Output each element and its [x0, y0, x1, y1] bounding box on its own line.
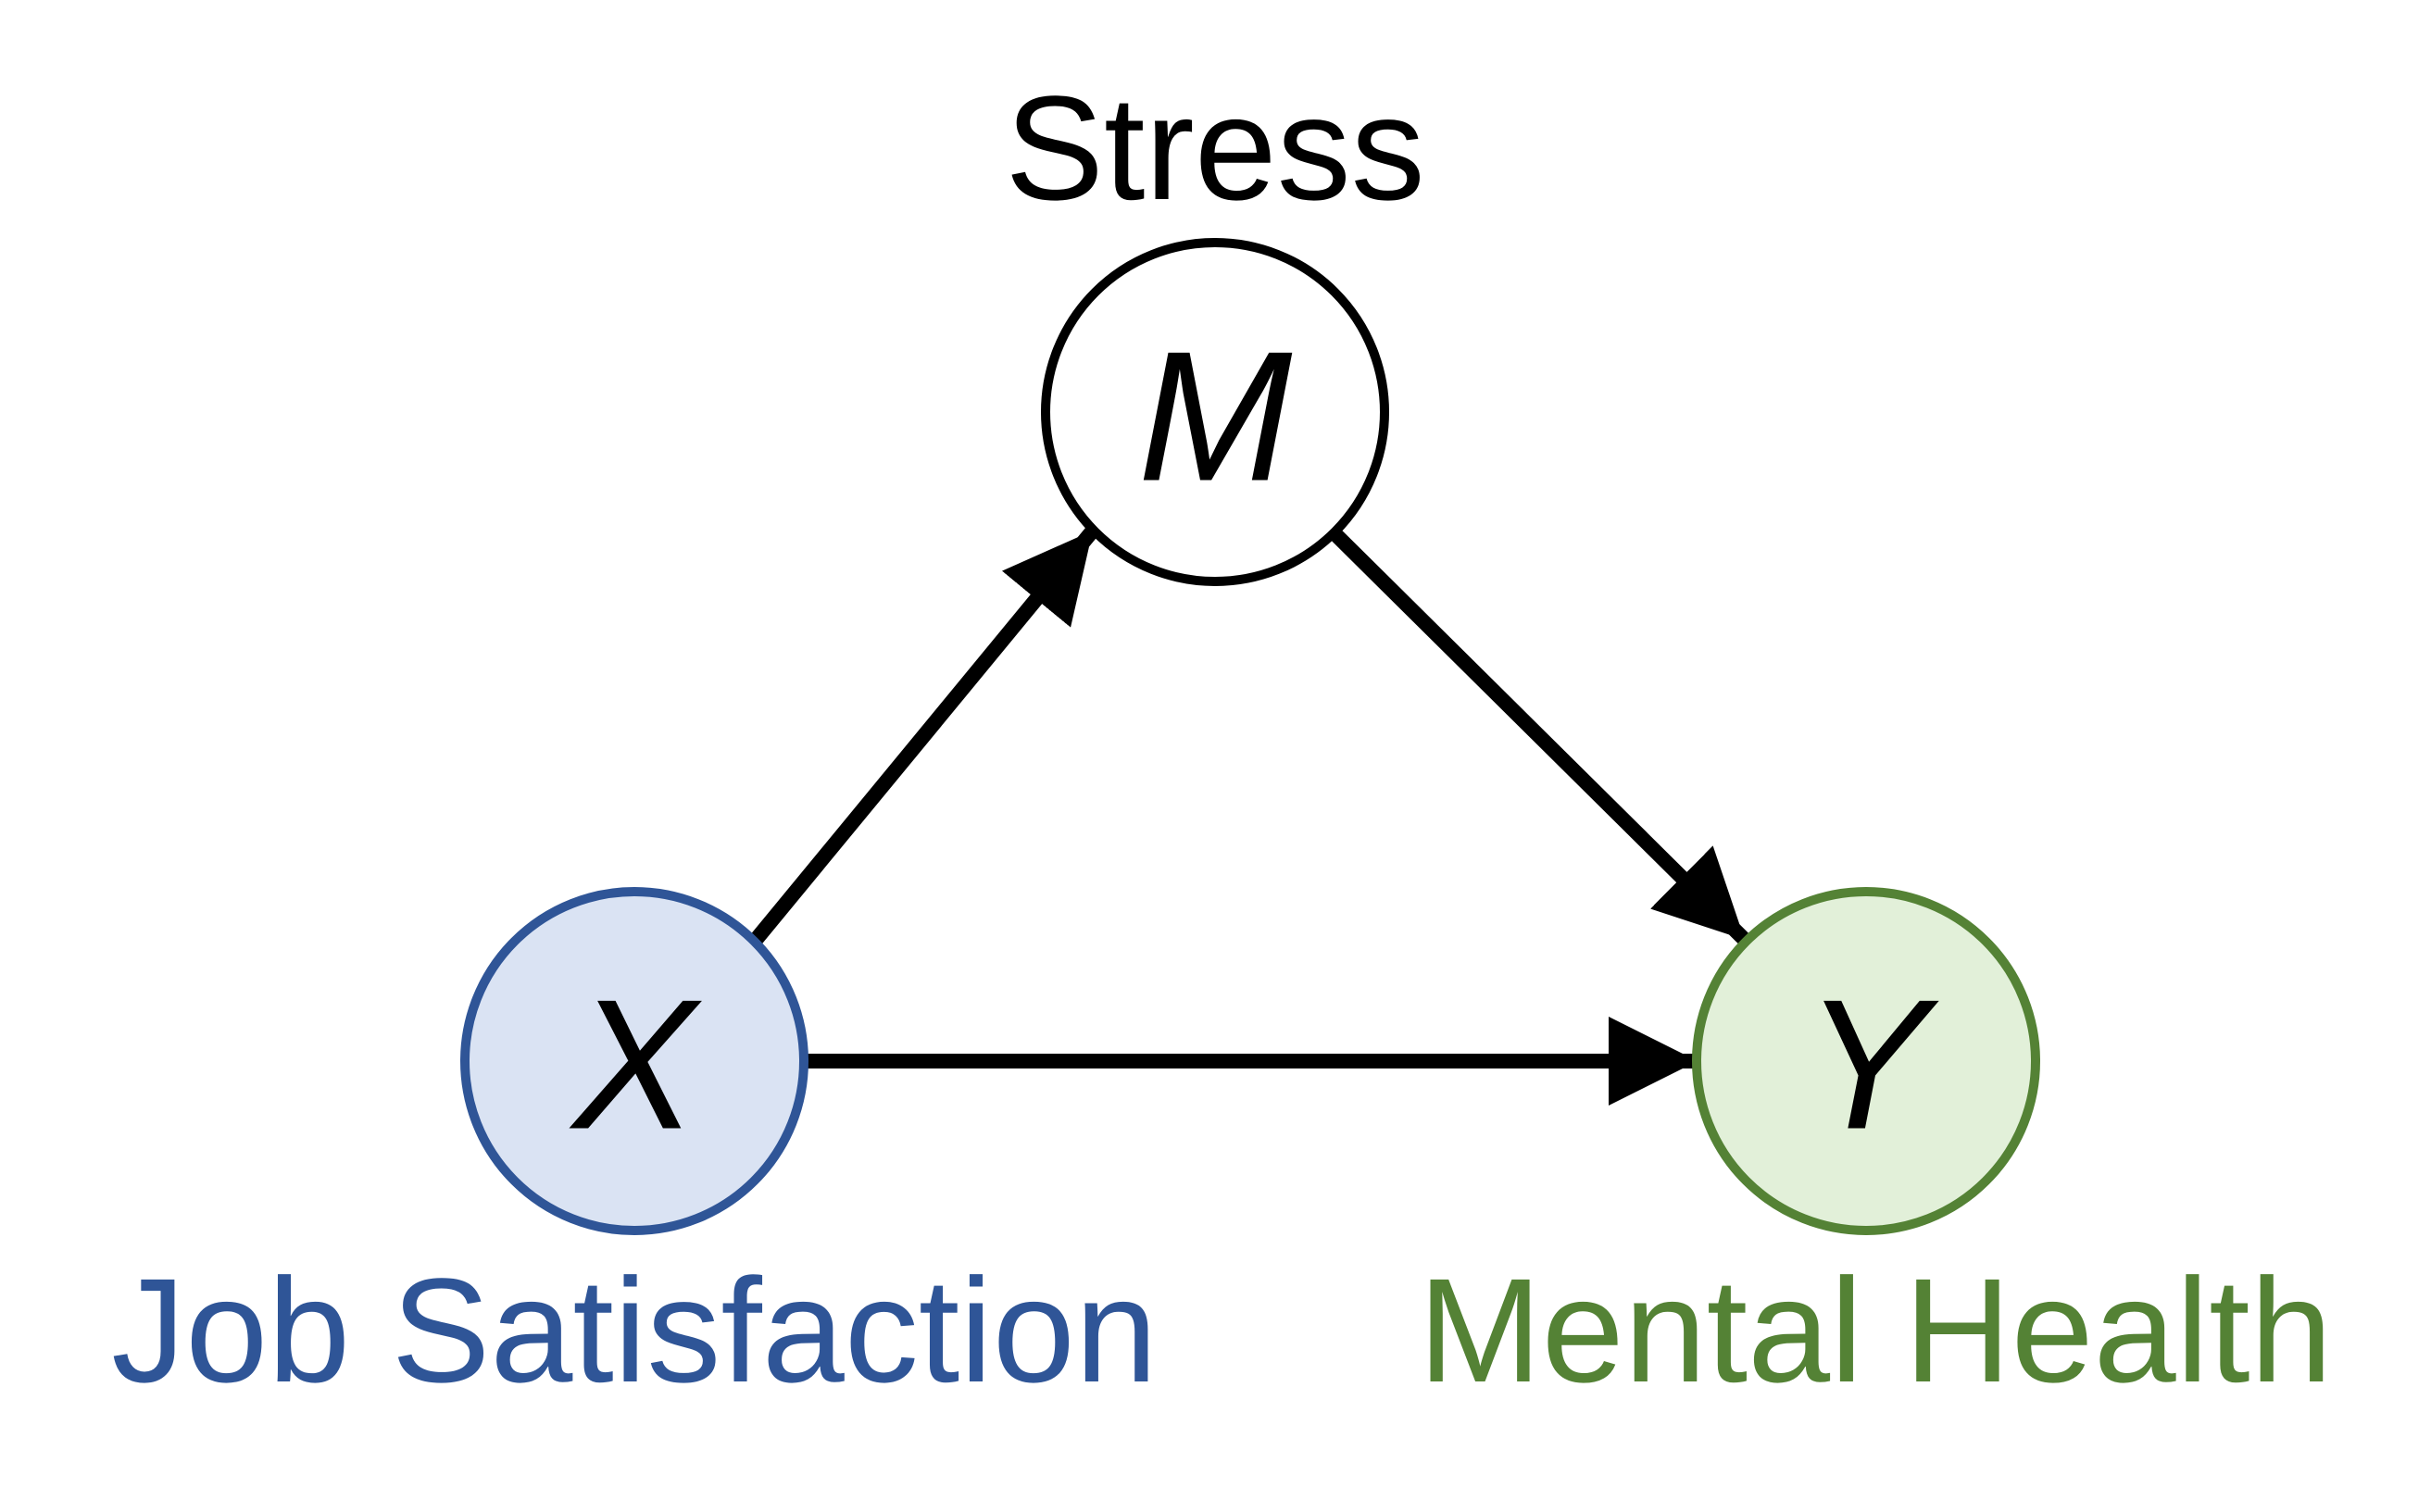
predictor-node: [460, 887, 808, 1235]
outcome-node: [1692, 887, 2040, 1235]
outcome-letter: Y: [1804, 962, 1939, 1168]
predictor-caption: Job Satisfaction: [111, 1247, 1158, 1413]
arrow-m-to-y: [1328, 527, 1750, 945]
arrow-x-to-m: [746, 525, 1099, 950]
outcome-caption: Mental Health: [1418, 1247, 2332, 1413]
mediator-caption: Stress: [1005, 65, 1424, 231]
mediator-letter: M: [1138, 314, 1293, 520]
predictor-letter: X: [569, 962, 702, 1168]
mediator-node: [1041, 238, 1389, 586]
